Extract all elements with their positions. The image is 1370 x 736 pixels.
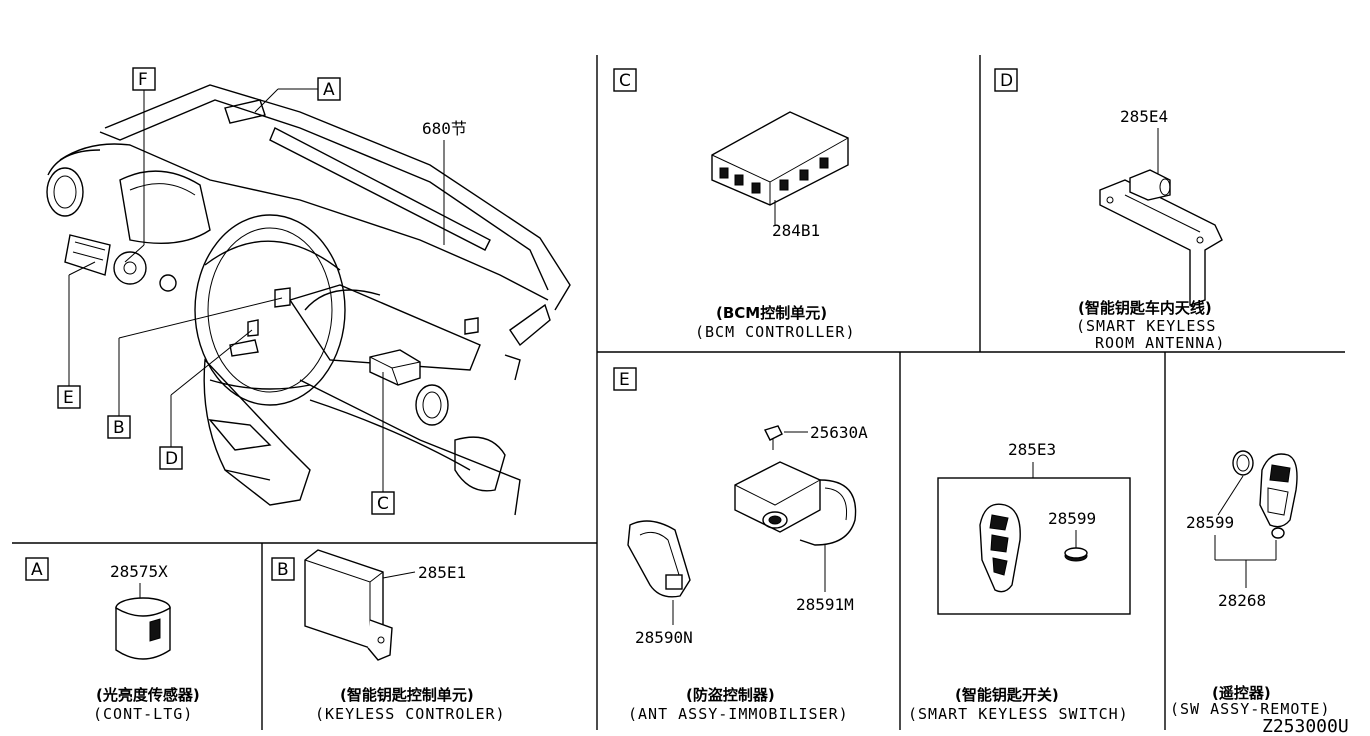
section-C: C 284B1 (BCM控制单元) (BCM CONTROLLER) [613,68,856,341]
svg-text:C: C [619,71,631,91]
section-switch: 285E3 28599 (智能钥匙开关) (SMART KEYLESS SWIT… [908,440,1131,723]
svg-text:A: A [323,80,335,100]
part-label-285E4[interactable]: 285E4 [1120,107,1168,126]
light-sensor-part[interactable] [115,597,171,660]
keyless-controller-part[interactable] [304,549,416,661]
caption-en-B: (KEYLESS CONTROLER) [315,705,506,723]
screw-part[interactable] [764,425,808,450]
immobiliser-antenna-part[interactable] [734,461,857,592]
callout-A[interactable]: A [254,77,341,113]
antenna-ring-part[interactable] [627,520,691,625]
caption-cn-D: (智能钥匙车内天线) [1078,299,1212,317]
svg-text:D: D [1000,71,1013,91]
caption-cn-E: (防盗控制器) [686,686,775,704]
part-label-284B1[interactable]: 284B1 [772,221,820,240]
caption-cn-switch: (智能钥匙开关) [955,686,1059,704]
part-label-285E1[interactable]: 285E1 [418,563,466,582]
part-label-28268[interactable]: 28268 [1218,591,1266,610]
svg-text:E: E [63,388,74,408]
remote-fob-part[interactable] [1259,453,1298,539]
part-label-28599-switch[interactable]: 28599 [1048,509,1096,528]
callout-E[interactable]: E [57,261,96,409]
part-label-28591M[interactable]: 28591M [796,595,854,614]
caption-en-remote: (SW ASSY-REMOTE) [1170,700,1331,718]
callout-F[interactable]: F [124,67,156,263]
svg-text:B: B [113,418,125,438]
battery-part[interactable] [1064,547,1088,562]
callout-B[interactable]: B [107,297,283,439]
svg-text:A: A [31,560,43,580]
part-label-25630A[interactable]: 25630A [810,423,868,442]
diagram-code: Z253000U [1262,716,1349,736]
part-label-28599-remote[interactable]: 28599 [1186,513,1234,532]
part-label-28575X[interactable]: 28575X [110,562,168,581]
dashboard-illustration [46,84,571,516]
section-B: B 285E1 (智能钥匙控制单元) (KEYLESS CONTROLER) [271,549,506,723]
caption-en-C: (BCM CONTROLLER) [695,323,856,341]
caption-cn-remote: (遥控器) [1212,684,1271,702]
switch-group-box [937,477,1131,615]
caption-en-switch: (SMART KEYLESS SWITCH) [908,705,1129,723]
smart-key-fob-part[interactable] [979,503,1021,593]
caption-cn-C: (BCM控制单元) [716,304,827,322]
svg-text:E: E [619,370,630,390]
section-remote: 28599 28268 (遥控器) (SW ASSY-REMOTE) [1170,450,1331,718]
part-label-680[interactable]: 680节 [422,119,467,245]
caption-en-E: (ANT ASSY-IMMOBILISER) [628,705,849,723]
caption-en-D-1: (SMART KEYLESS [1076,317,1216,335]
caption-cn-A: (光亮度传感器) [96,686,200,704]
svg-text:D: D [165,449,178,469]
section-dividers [12,55,1345,730]
svg-text:B: B [277,560,289,580]
section-E: E 25630A 28591M 28590N (防盗控制器) (ANT ASSY… [613,367,868,723]
caption-en-D-2: ROOM ANTENNA) [1095,334,1225,352]
caption-cn-B: (智能钥匙控制单元) [340,686,474,704]
bcm-controller-part[interactable] [711,111,849,226]
svg-text:F: F [138,70,148,90]
caption-en-A: (CONT-LTG) [93,705,193,723]
room-antenna-part[interactable] [1099,128,1223,306]
section-D: D 285E4 (智能钥匙车内天线) (SMART KEYLESS ROOM A… [994,68,1225,352]
callout-D[interactable]: D [159,329,253,470]
svg-text:C: C [377,494,389,514]
section-A: A 28575X (光亮度传感器) (CONT-LTG) [25,557,200,723]
part-label-28590N[interactable]: 28590N [635,628,693,647]
part-label-285E3[interactable]: 285E3 [1008,440,1056,459]
remote-battery-part[interactable] [1232,450,1254,476]
svg-text:680节: 680节 [422,119,467,138]
callout-C[interactable]: C [371,372,395,515]
